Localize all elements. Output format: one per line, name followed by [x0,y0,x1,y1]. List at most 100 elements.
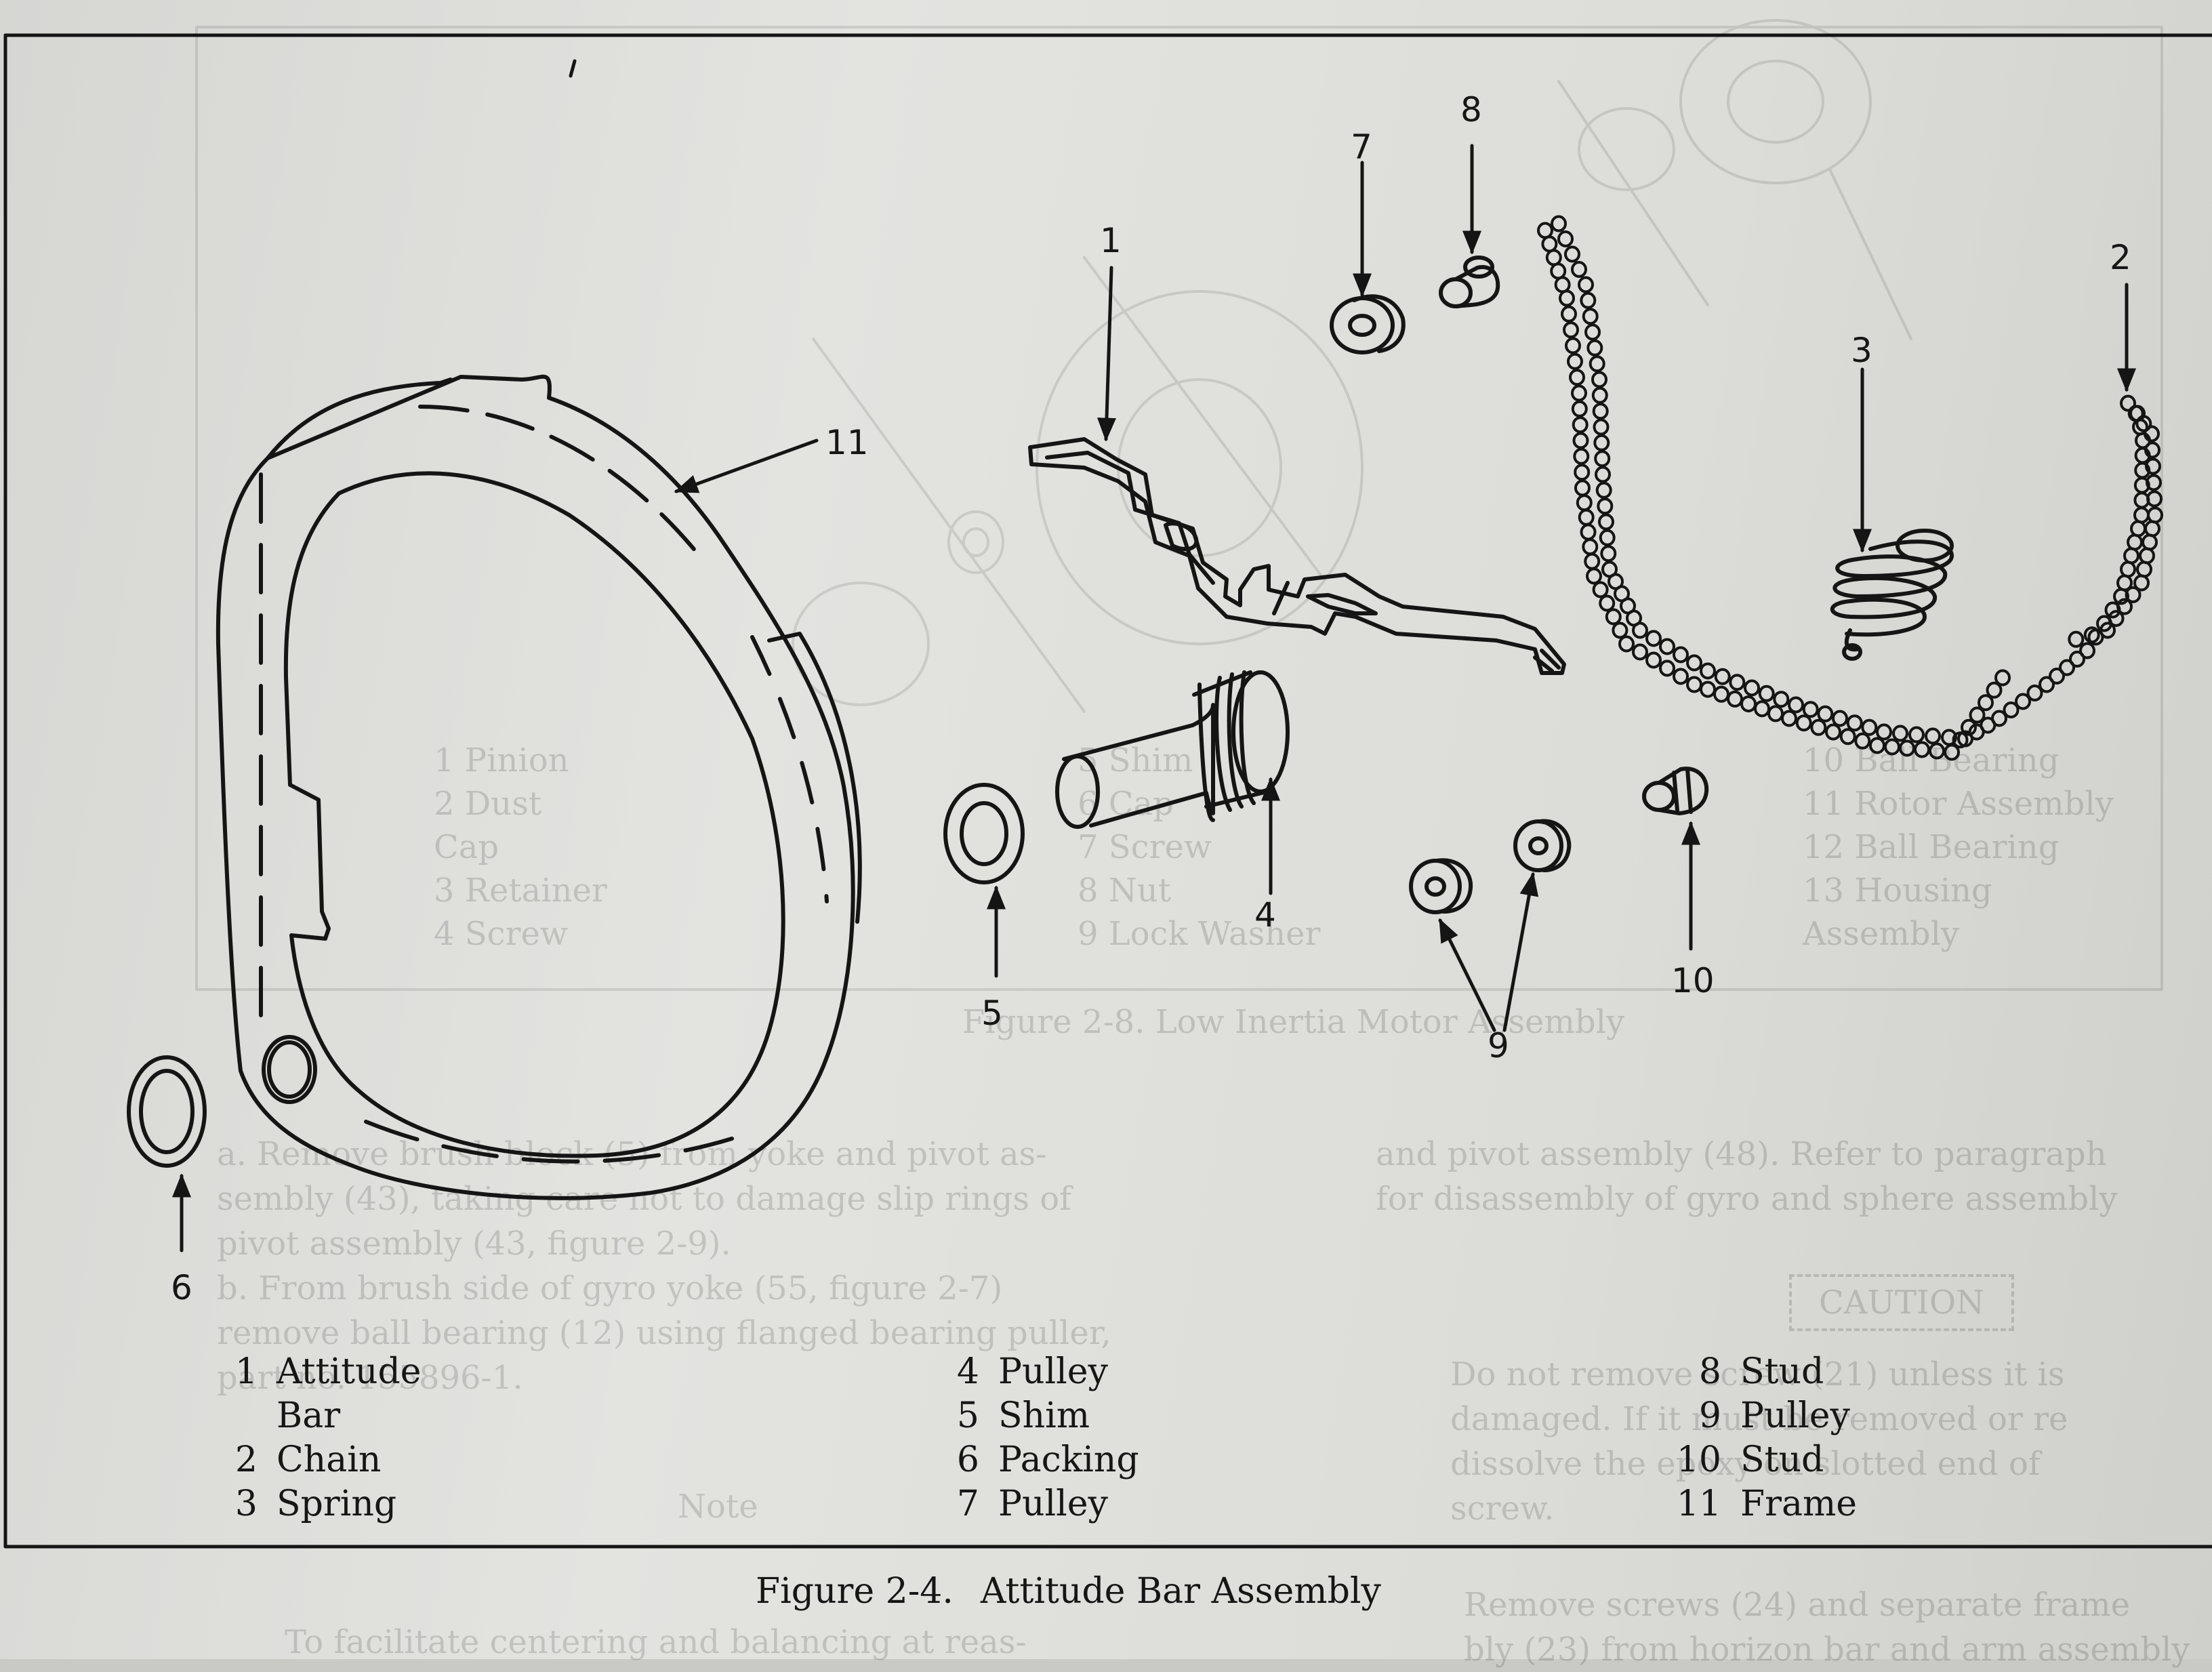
chain-bead [2125,586,2142,603]
chain-bead [1576,494,1593,512]
chain-bead [1802,701,1819,718]
chain-bead [2049,668,2065,685]
callout-11: 11 [825,423,869,462]
chain-bead [1810,718,1827,736]
chain-bead [2139,547,2155,565]
chain-bead [1686,654,1702,672]
chain-bead [1582,538,1599,556]
chain-bead [2142,533,2158,551]
stud-8-part [1439,256,1500,308]
chain-bead [1754,700,1770,718]
pulley-7-part [1330,294,1406,354]
chain-bead [1612,621,1629,639]
leader-lines [172,144,2136,1252]
pen-mark [569,59,577,78]
chain-bead [1952,731,1969,749]
chain-bead [1700,662,1716,680]
chain-bead [1545,249,1562,266]
chain-bead [1632,621,1648,639]
chain-bead [1632,643,1648,661]
callout-7: 7 [1351,127,1372,167]
chain-bead [2026,685,2043,701]
spring-part [1830,529,1954,661]
chain-bead [2133,574,2150,592]
chain-bead [1767,705,1784,722]
chain-bead [1817,705,1834,722]
chain-bead [1551,215,1567,232]
chain-bead [1773,691,1790,708]
chain-bead [2144,425,2160,443]
chain-bead [1645,651,1662,669]
legend-item-1b: Bar [276,1395,341,1436]
chain-bead [1571,261,1587,278]
chain-bead [2068,630,2085,648]
attitude-bar-part [1028,437,1566,675]
chain-bead [1572,416,1589,434]
chain-bead [1659,659,1675,677]
chain-bead [2130,520,2146,537]
chain-bead [1832,710,1848,727]
chain-bead [1591,371,1607,388]
packing-part [127,1055,207,1168]
callout-6: 6 [171,1268,192,1307]
chain-bead [2116,598,2133,615]
chain-bead [1994,669,2011,687]
chain-bead [1839,728,1856,746]
chain-bead [1740,695,1757,713]
chain-bead [1559,289,1575,307]
chain-bead [1869,737,1885,754]
chain-bead [1729,674,1746,691]
chain-bead [1961,718,1977,736]
chain-bead [1899,739,1915,757]
chain-bead [1986,681,2003,699]
chain-bead [1584,323,1601,341]
chain-bead [1673,646,1689,664]
chain-bead [2059,659,2075,676]
chain-bead [1944,743,1960,761]
callout-3: 3 [1851,331,1872,370]
chain-bead [1586,567,1602,585]
figure-border [3,33,2212,1549]
chain-bead [1727,690,1743,708]
chain-bead [1591,386,1608,404]
callout-1: 1 [1100,221,1122,260]
chain-bead [1854,732,1871,750]
chain-bead [1600,545,1617,563]
chain-bead [1571,384,1587,402]
chain-bead [1781,710,1797,727]
chain-bead [1991,710,2007,727]
chain-bead [1795,714,1812,732]
chain-bead [1565,337,1581,354]
chain-bead [1892,725,1908,742]
chain-bead [1605,608,1622,626]
callout-4: 4 [1254,895,1276,935]
chain-bead [1592,581,1609,598]
figure-caption: Figure 2-4.Attitude Bar Assembly [756,1571,1381,1612]
chain-bead [2147,506,2163,524]
chain-bead [1925,727,1941,745]
chain-bead [1714,668,1731,685]
chain-bead [1713,685,1729,703]
chain-bead [1758,685,1775,702]
chain-bead [2127,533,2143,551]
chain-bead [1554,276,1571,293]
chain-bead [2135,415,2152,432]
chain-bead [1567,352,1583,370]
chain-bead [1537,222,1553,239]
callout-10: 10 [1671,961,1715,1000]
chain-bead [1969,706,1986,724]
chain-bead [1550,262,1567,280]
chain-bead [1564,245,1580,263]
chain-bead [1563,321,1579,339]
chain-bead [2003,701,2020,718]
frame-part [216,374,862,1200]
chain-bead [1578,276,1594,293]
chain-bead [1592,403,1609,420]
chain-bead [1582,308,1599,325]
